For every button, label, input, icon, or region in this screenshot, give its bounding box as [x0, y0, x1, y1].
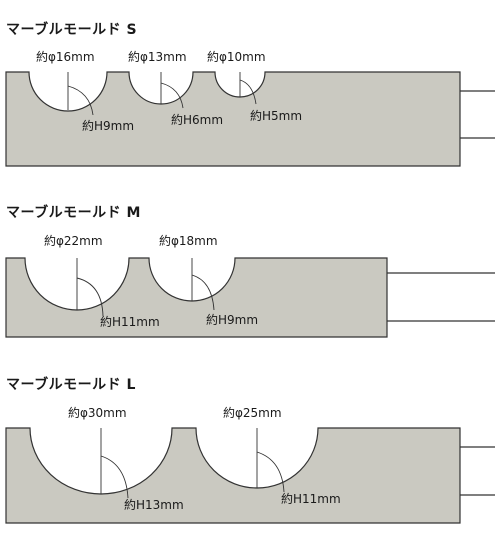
mold-body: [5, 427, 461, 524]
leader-line: [191, 274, 215, 311]
leader-line: [67, 85, 94, 116]
diameter-label: 約φ30mm: [68, 405, 127, 420]
mold-body: [5, 257, 388, 338]
leader-line: [256, 451, 285, 493]
diameter-label: 約φ16mm: [36, 49, 95, 64]
section-title: マーブルモールド L: [6, 376, 136, 393]
mold-section-l: マーブルモールド L 約φ30mm 約H13mm 約φ25mm 約H11mm: [5, 376, 495, 524]
leader-line: [100, 455, 129, 499]
mold-body: [5, 71, 461, 167]
height-label: 約H9mm: [206, 312, 258, 327]
mold-section-m: マーブルモールド M 約φ22mm 約H11mm 約φ18mm 約H9mm: [5, 204, 495, 338]
height-label: 約H5mm: [250, 108, 302, 123]
diameter-label: 約φ22mm: [44, 233, 103, 248]
leader-line: [76, 277, 104, 317]
mold-section-s: マーブルモールド S 約φ16mm 約H9mm 約φ13mm 約H6mm 約φ1…: [5, 21, 495, 167]
section-title: マーブルモールド M: [6, 204, 141, 221]
diameter-label: 約φ13mm: [128, 49, 187, 64]
height-label: 約H13mm: [124, 497, 184, 512]
height-label: 約H11mm: [100, 314, 160, 329]
diameter-label: 約φ25mm: [223, 405, 282, 420]
height-label: 約H11mm: [281, 491, 341, 506]
diameter-label: 約φ18mm: [159, 233, 218, 248]
section-title: マーブルモールド S: [6, 21, 137, 38]
leader-line: [239, 79, 257, 105]
leader-line: [160, 82, 184, 109]
height-label: 約H6mm: [171, 112, 223, 127]
height-label: 約H9mm: [82, 118, 134, 133]
diameter-label: 約φ10mm: [207, 49, 266, 64]
